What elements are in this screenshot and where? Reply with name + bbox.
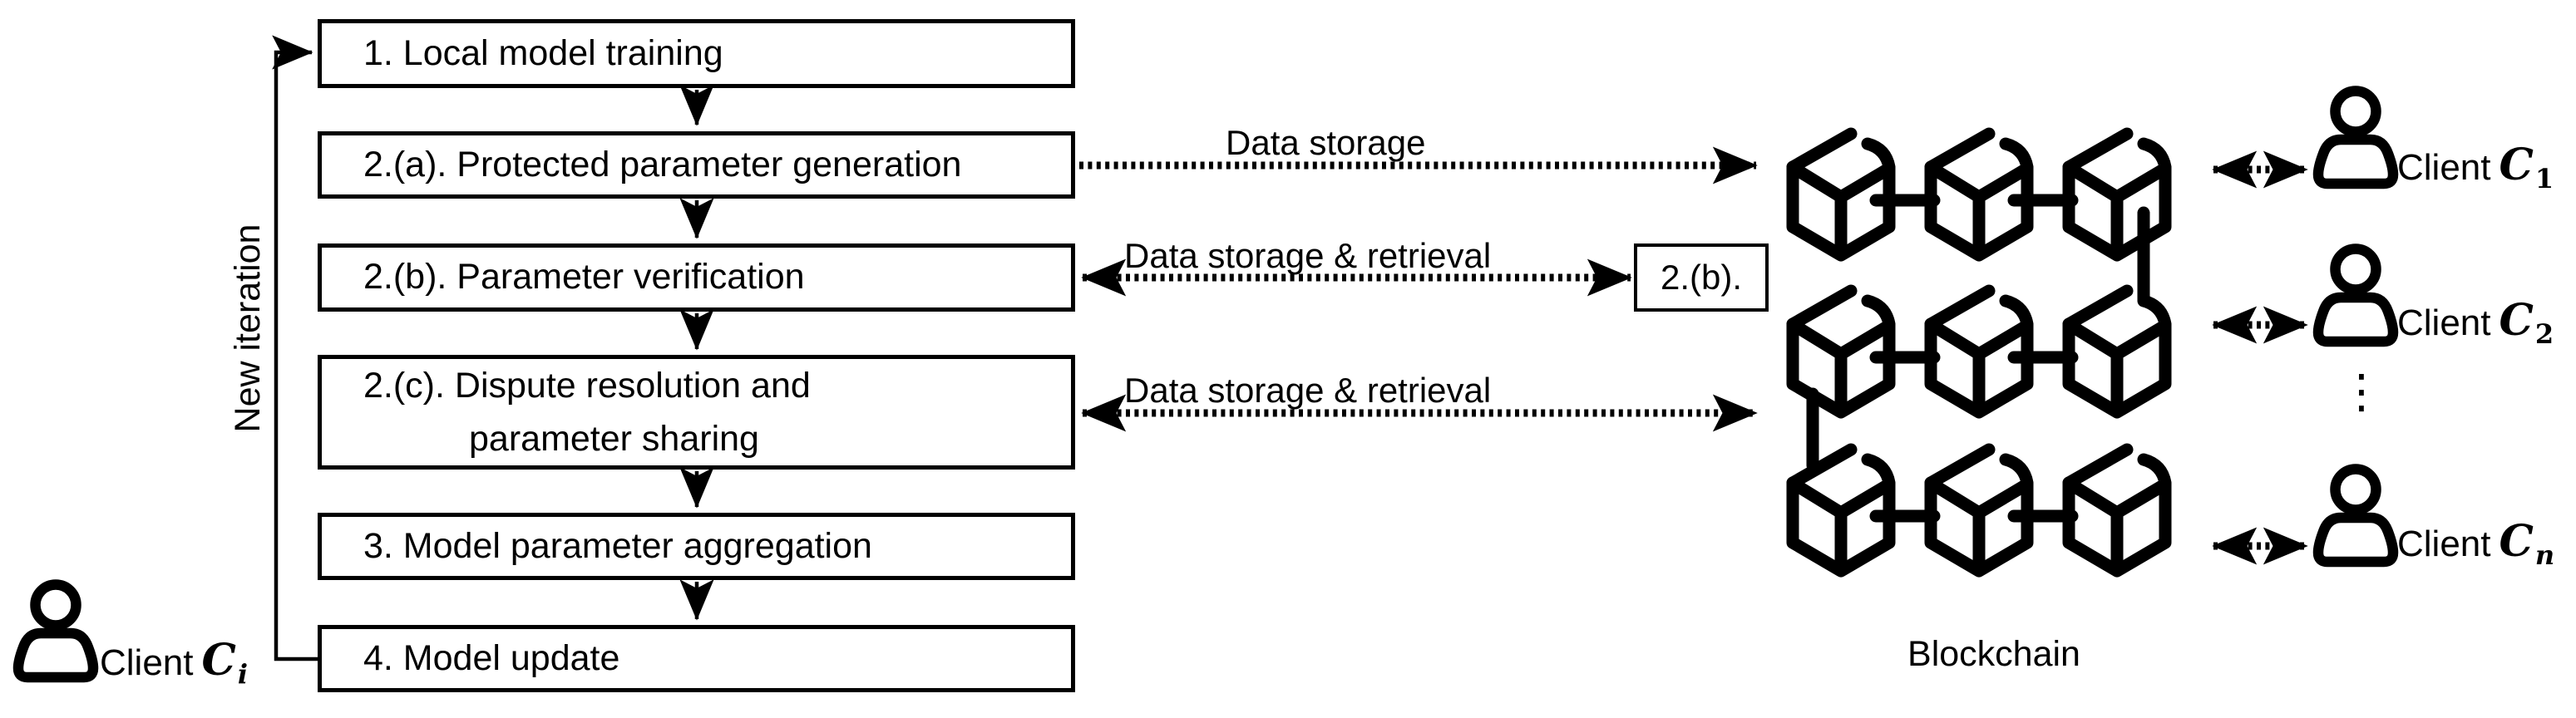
cube-icon bbox=[2069, 450, 2165, 571]
step-model-update: 4. Model update bbox=[318, 625, 1075, 692]
step-label: 2.(a). Protected parameter generation bbox=[363, 144, 962, 184]
step-label-line1: 2.(c). Dispute resolution and bbox=[363, 366, 811, 406]
client-subscript: 1 bbox=[2534, 163, 2554, 194]
client-word: Client bbox=[2397, 302, 2491, 343]
data-storage-label: Data storage bbox=[1226, 123, 1426, 162]
new-iteration-label: New iteration bbox=[228, 224, 268, 433]
contract-box-label: 2.(b). bbox=[1660, 258, 1743, 297]
storage-retrieval-label-top: Data storage & retrieval bbox=[1124, 236, 1492, 275]
client-symbol: C bbox=[2499, 295, 2534, 346]
person-icon-client-i bbox=[18, 585, 93, 678]
clients-ellipsis: ⋮ bbox=[2338, 365, 2385, 417]
flow-step-arrows bbox=[272, 35, 714, 661]
client-subscript: n bbox=[2534, 539, 2555, 571]
step-label: 3. Model parameter aggregation bbox=[363, 525, 872, 566]
step-parameter-verification: 2.(b). Parameter verification bbox=[318, 243, 1075, 312]
storage-retrieval-label-bottom: Data storage & retrieval bbox=[1124, 371, 1492, 410]
client-subscript: 2 bbox=[2534, 318, 2554, 350]
client-word: Client bbox=[100, 642, 194, 683]
step-dispute-resolution-sharing: 2.(c). Dispute resolution and parameter … bbox=[318, 355, 1075, 470]
client-subscript: i bbox=[237, 658, 249, 690]
client-symbol: C bbox=[201, 635, 236, 686]
step-model-parameter-aggregation: 3. Model parameter aggregation bbox=[318, 513, 1075, 580]
cube-icon bbox=[2069, 134, 2165, 255]
person-icon-client-n bbox=[2318, 470, 2393, 563]
cube-icon bbox=[2069, 291, 2165, 412]
person-icon-client-1 bbox=[2318, 91, 2393, 184]
step-label: 1. Local model training bbox=[363, 32, 723, 73]
client-word: Client bbox=[2397, 147, 2491, 188]
person-icon-client-2 bbox=[2318, 249, 2393, 342]
verification-contract-box: 2.(b). bbox=[1634, 243, 1769, 312]
step-local-model-training: 1. Local model training bbox=[318, 19, 1075, 88]
client-symbol: C bbox=[2499, 516, 2534, 567]
client-symbol: C bbox=[2499, 140, 2534, 190]
chain-links bbox=[1806, 194, 2150, 523]
blockchain-label: Blockchain bbox=[1907, 634, 2080, 674]
new-iteration-loop-arrow bbox=[272, 35, 318, 661]
step-label-line2: parameter sharing bbox=[469, 419, 759, 459]
step-label: 4. Model update bbox=[363, 637, 620, 678]
client-word: Client bbox=[2397, 524, 2491, 564]
dotted-channel-arrows bbox=[1079, 146, 2308, 565]
blockchain-icon bbox=[1793, 134, 2165, 571]
step-protected-parameter-generation: 2.(a). Protected parameter generation bbox=[318, 131, 1075, 199]
step-label: 2.(b). Parameter verification bbox=[363, 257, 805, 298]
